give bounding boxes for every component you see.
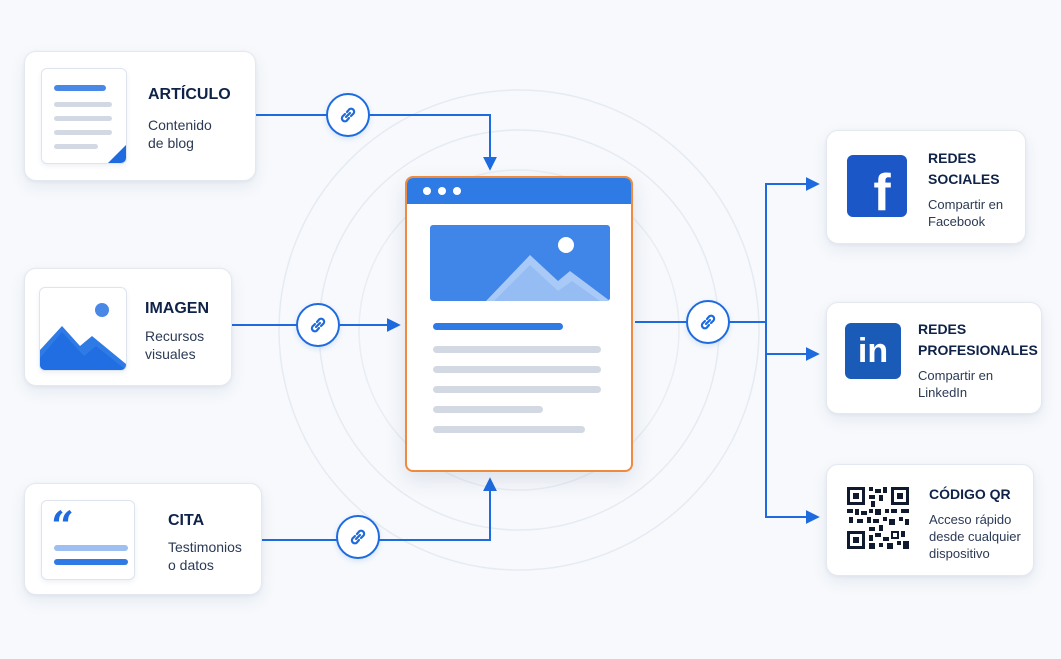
source-desc-quote-line2: o datos <box>168 557 214 573</box>
source-desc-image-line2: visuales <box>145 346 196 362</box>
link-icon <box>350 529 366 545</box>
facebook-icon: f <box>847 155 907 222</box>
source-desc-article-line1: Contenido <box>148 117 212 133</box>
destination-title-facebook-line2: SOCIALES <box>928 171 1000 187</box>
destination-title-qr: CÓDIGO QR <box>929 486 1011 502</box>
link-icon <box>340 107 356 123</box>
browser-title-bar <box>407 178 631 204</box>
source-card-quote: “ CITA Testimonios o datos <box>24 483 262 595</box>
destination-desc-linkedin-line1: Compartir en <box>918 368 994 383</box>
link-icon <box>700 314 716 330</box>
facebook-logo-letter: f <box>873 164 891 222</box>
destination-title-facebook-line1: REDES <box>928 150 977 166</box>
destination-desc-facebook-line2: Facebook <box>928 214 986 229</box>
qr-code-icon <box>847 487 909 549</box>
document-icon <box>41 68 127 164</box>
browser-page-icon <box>405 176 633 472</box>
link-icon <box>310 317 326 333</box>
source-title-image: IMAGEN <box>145 300 209 317</box>
link-badge-quote <box>336 515 380 559</box>
quote-mark: “ <box>51 503 75 550</box>
destination-desc-qr-line1: Acceso rápido <box>929 512 1012 527</box>
source-title-quote: CITA <box>168 512 205 529</box>
destination-title-linkedin-line2: PROFESIONALES <box>918 342 1038 358</box>
source-title-article: ARTÍCULO <box>148 86 231 103</box>
link-badge-output <box>686 300 730 344</box>
image-icon <box>39 287 127 371</box>
destination-desc-qr-line3: dispositivo <box>929 546 990 561</box>
source-desc-image-line1: Recursos <box>145 328 205 344</box>
destination-desc-linkedin-line2: LinkedIn <box>918 385 968 400</box>
link-badge-article <box>326 93 370 137</box>
source-card-article: ARTÍCULO Contenido de blog <box>24 51 256 181</box>
connector-linkedin <box>765 322 820 361</box>
destination-desc-qr-line2: desde cualquier <box>929 529 1021 544</box>
source-desc-quote-line1: Testimonios <box>168 539 242 555</box>
linkedin-icon: in <box>845 323 901 379</box>
destination-desc-facebook-line1: Compartir en <box>928 197 1004 212</box>
connector-article <box>256 114 497 171</box>
destination-card-facebook: f REDES SOCIALES Compartir en Facebook <box>826 130 1026 244</box>
destination-card-qr: CÓDIGO QR Acceso rápido desde cualquier … <box>826 464 1034 576</box>
linkedin-logo-text: in <box>857 332 889 370</box>
hero-image-icon <box>430 225 610 301</box>
background-ring <box>278 89 760 571</box>
destination-title-linkedin-line1: REDES <box>918 321 967 337</box>
background-ring <box>358 169 680 491</box>
link-badge-image <box>296 303 340 347</box>
destination-card-linkedin: in REDES PROFESIONALES Compartir en Link… <box>826 302 1042 414</box>
source-card-image: IMAGEN Recursos visuales <box>24 268 232 386</box>
connector-qr <box>765 322 820 524</box>
connector-facebook <box>765 177 820 322</box>
source-desc-article-line2: de blog <box>148 135 194 151</box>
quote-icon: “ <box>41 500 135 580</box>
